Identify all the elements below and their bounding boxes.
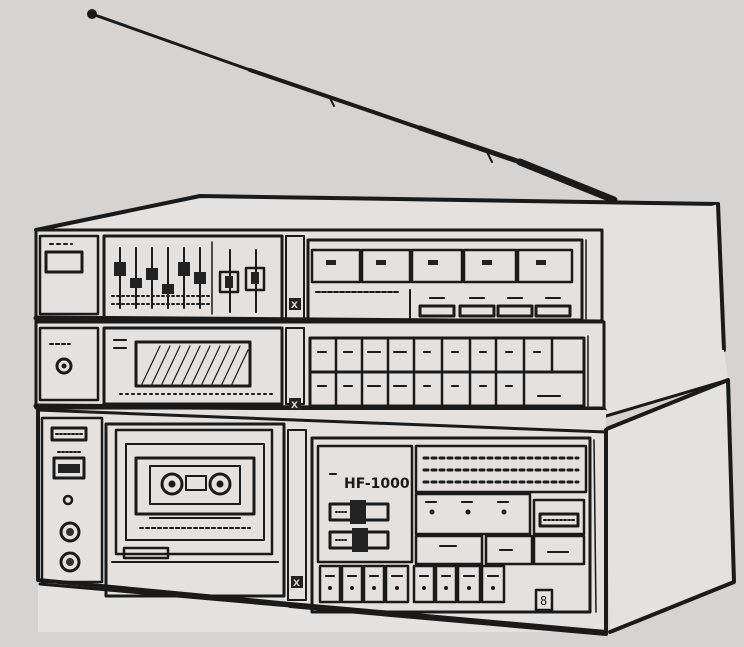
middle-unit: X [33, 320, 728, 416]
top-unit: X [33, 194, 726, 386]
x-emblem-icon [289, 298, 301, 310]
display-window-hatching [141, 345, 249, 385]
deck-switches [328, 500, 390, 552]
x-emblem-icon [291, 576, 303, 588]
equalizer-sliders [111, 247, 211, 309]
volume-sliders [218, 249, 266, 313]
model-label: HF-1000 [344, 476, 410, 492]
bottom-unit: X HF-1000 [36, 378, 736, 634]
telescopic-antenna-icon [87, 9, 618, 204]
cassette-tape-icon [134, 456, 256, 529]
svg-text:X: X [291, 401, 298, 411]
svg-text:X: X [293, 579, 300, 589]
tuner-button-grid [308, 336, 586, 408]
preset-buttons-row [310, 248, 574, 284]
level-indicators [422, 456, 580, 484]
counter-digit: 8 [540, 594, 547, 608]
small-switches [418, 297, 572, 318]
x-emblem-icon [289, 398, 301, 410]
transport-buttons-row [318, 564, 506, 604]
x-emblem-glyph: X [291, 301, 298, 311]
